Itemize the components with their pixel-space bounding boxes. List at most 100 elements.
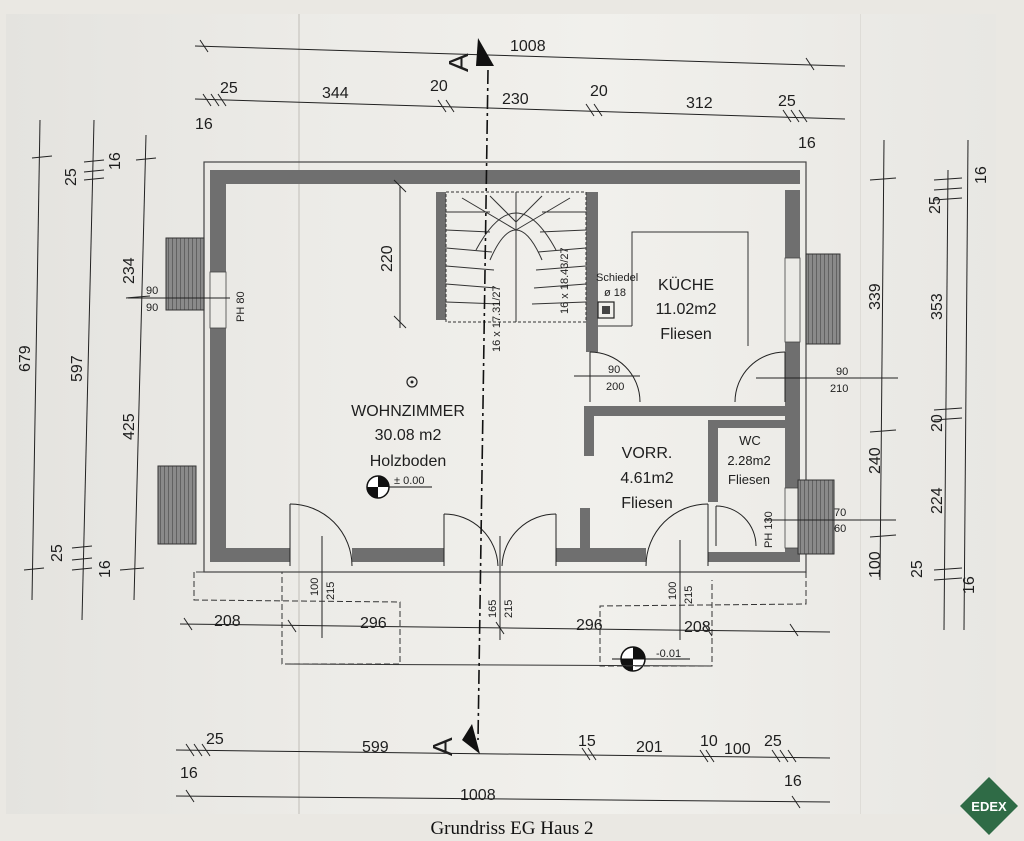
dim-left-inner: 597 bbox=[69, 355, 86, 382]
wall-wc-top bbox=[708, 420, 785, 428]
section-arrow-bottom-icon bbox=[462, 724, 480, 754]
dim-window-left-2: 90 bbox=[146, 302, 158, 314]
section-label-bottom: A bbox=[427, 737, 458, 756]
wall-stair-left bbox=[436, 192, 446, 320]
window-gap-right-top bbox=[784, 257, 801, 343]
dim-door-right-1: 100 bbox=[667, 582, 679, 600]
building bbox=[196, 161, 807, 573]
dim-bottom-8: 25 bbox=[764, 733, 782, 750]
dim-left-425: 425 bbox=[121, 413, 138, 440]
room-kueche-name: KÜCHE bbox=[658, 276, 714, 294]
dim-window-right-top-2: 210 bbox=[830, 383, 848, 395]
room-wohnzimmer-floor: Holzboden bbox=[370, 453, 447, 470]
door-swings bbox=[289, 351, 786, 567]
wall-left bbox=[210, 170, 226, 562]
staircase bbox=[445, 191, 587, 323]
radiator-left-top bbox=[165, 237, 205, 311]
radiator-right-bottom bbox=[797, 479, 835, 555]
dim-top-7: 312 bbox=[686, 95, 713, 112]
dim-stair-depth: 220 bbox=[379, 245, 396, 272]
dim-bottom-5: 201 bbox=[636, 739, 663, 756]
section-arrow-top-icon bbox=[476, 38, 494, 66]
top-dimension-labels: 1008 16 25 344 20 230 20 312 25 16 bbox=[195, 38, 816, 152]
dim-front-4: 208 bbox=[684, 619, 711, 636]
wall-vorraum-left-low bbox=[580, 508, 590, 552]
dim-left-234: 234 bbox=[121, 257, 138, 284]
ceiling-light-icon bbox=[406, 376, 418, 388]
dim-top-5: 230 bbox=[502, 91, 529, 108]
top-dimensions bbox=[194, 39, 846, 123]
radiator-right-top bbox=[805, 253, 841, 345]
dim-left-total: 679 bbox=[17, 345, 34, 372]
dim-door-mid-2: 215 bbox=[503, 600, 515, 618]
dim-front-3: 296 bbox=[576, 617, 603, 634]
section-label-top: A bbox=[443, 53, 474, 72]
dim-right-16-top: 16 bbox=[973, 166, 990, 184]
dim-right-25-top: 25 bbox=[927, 196, 944, 214]
wall-vorraum-left bbox=[584, 406, 594, 456]
dim-window-left-1: 90 bbox=[146, 285, 158, 297]
level-marker-outside-icon bbox=[612, 646, 690, 672]
room-kueche-area: 11.02m2 bbox=[655, 301, 716, 318]
dim-door-mid-1: 165 bbox=[487, 600, 499, 618]
right-dimensions bbox=[869, 139, 969, 631]
chimney-label: Schiedel bbox=[596, 272, 638, 284]
wall-bottom-4 bbox=[708, 552, 800, 562]
parapet-right: PH 130 bbox=[763, 511, 775, 548]
dim-bottom-1: 16 bbox=[180, 765, 198, 782]
chimney-size: ø 18 bbox=[604, 287, 626, 299]
dim-top-6: 20 bbox=[590, 83, 608, 100]
wall-wc-left bbox=[708, 420, 718, 502]
stair-label-left: 16 x 17.31/27 bbox=[491, 285, 503, 352]
kitchen-counter bbox=[631, 231, 749, 346]
chimney bbox=[597, 301, 615, 319]
dim-bottom-3: 599 bbox=[362, 739, 389, 756]
dim-right-240: 240 bbox=[867, 447, 884, 474]
front-dimensions bbox=[179, 617, 831, 637]
radiator-left-bottom bbox=[157, 465, 197, 545]
wall-top bbox=[210, 170, 800, 184]
dim-front-2: 296 bbox=[360, 615, 387, 632]
wall-vorraum-top bbox=[584, 406, 785, 416]
level-outside: -0.01 bbox=[656, 648, 681, 660]
room-labels: WOHNZIMMER 30.08 m2 Holzboden KÜCHE 11.0… bbox=[351, 276, 771, 512]
dim-door-right-2: 215 bbox=[683, 586, 695, 604]
paper-sheet bbox=[6, 14, 996, 814]
wall-bottom-2 bbox=[352, 548, 444, 562]
dim-door-left-1: 100 bbox=[309, 578, 321, 596]
dim-top-1: 16 bbox=[195, 116, 213, 133]
room-wc-floor: Fliesen bbox=[728, 472, 770, 487]
dim-top-2: 25 bbox=[220, 80, 238, 97]
dim-kitchen-door-1: 90 bbox=[608, 364, 620, 376]
dim-bottom-4: 15 bbox=[578, 733, 596, 750]
room-wohnzimmer-area: 30.08 m2 bbox=[375, 427, 442, 444]
dim-right-16-bottom: 16 bbox=[961, 576, 978, 594]
parapet-left: PH 80 bbox=[235, 291, 247, 322]
dim-left-25-top: 25 bbox=[63, 168, 80, 186]
left-dimension-labels: 679 597 16 25 234 425 25 16 bbox=[17, 152, 138, 578]
paper-fold-line bbox=[298, 14, 300, 814]
drawing-caption: Grundriss EG Haus 2 bbox=[430, 818, 594, 839]
dim-window-right-top-1: 90 bbox=[836, 366, 848, 378]
dim-bottom-2: 25 bbox=[206, 731, 224, 748]
logo-text: EDEX bbox=[971, 799, 1007, 814]
dim-bottom-total: 1008 bbox=[460, 787, 496, 804]
room-kueche-floor: Fliesen bbox=[660, 326, 712, 343]
room-wohnzimmer-name: WOHNZIMMER bbox=[351, 403, 465, 420]
dim-top-total: 1008 bbox=[510, 38, 546, 55]
edex-logo-icon: EDEX bbox=[960, 777, 1018, 835]
level-inside: ± 0.00 bbox=[394, 475, 425, 487]
room-vorraum-area: 4.61m2 bbox=[620, 470, 673, 487]
dim-right-224: 224 bbox=[929, 487, 946, 514]
window-gap-left bbox=[209, 271, 227, 329]
opening-leaders bbox=[128, 297, 898, 640]
dim-right-25-bottom: 25 bbox=[909, 560, 926, 578]
left-dimensions bbox=[23, 119, 157, 621]
room-vorraum-name: VORR. bbox=[622, 445, 673, 462]
dim-right-339: 339 bbox=[867, 283, 884, 310]
wall-bottom-1 bbox=[210, 548, 290, 562]
level-marker-inside-icon bbox=[366, 475, 432, 499]
room-vorraum-floor: Fliesen bbox=[621, 495, 673, 512]
dim-left-16-top: 16 bbox=[107, 152, 124, 170]
